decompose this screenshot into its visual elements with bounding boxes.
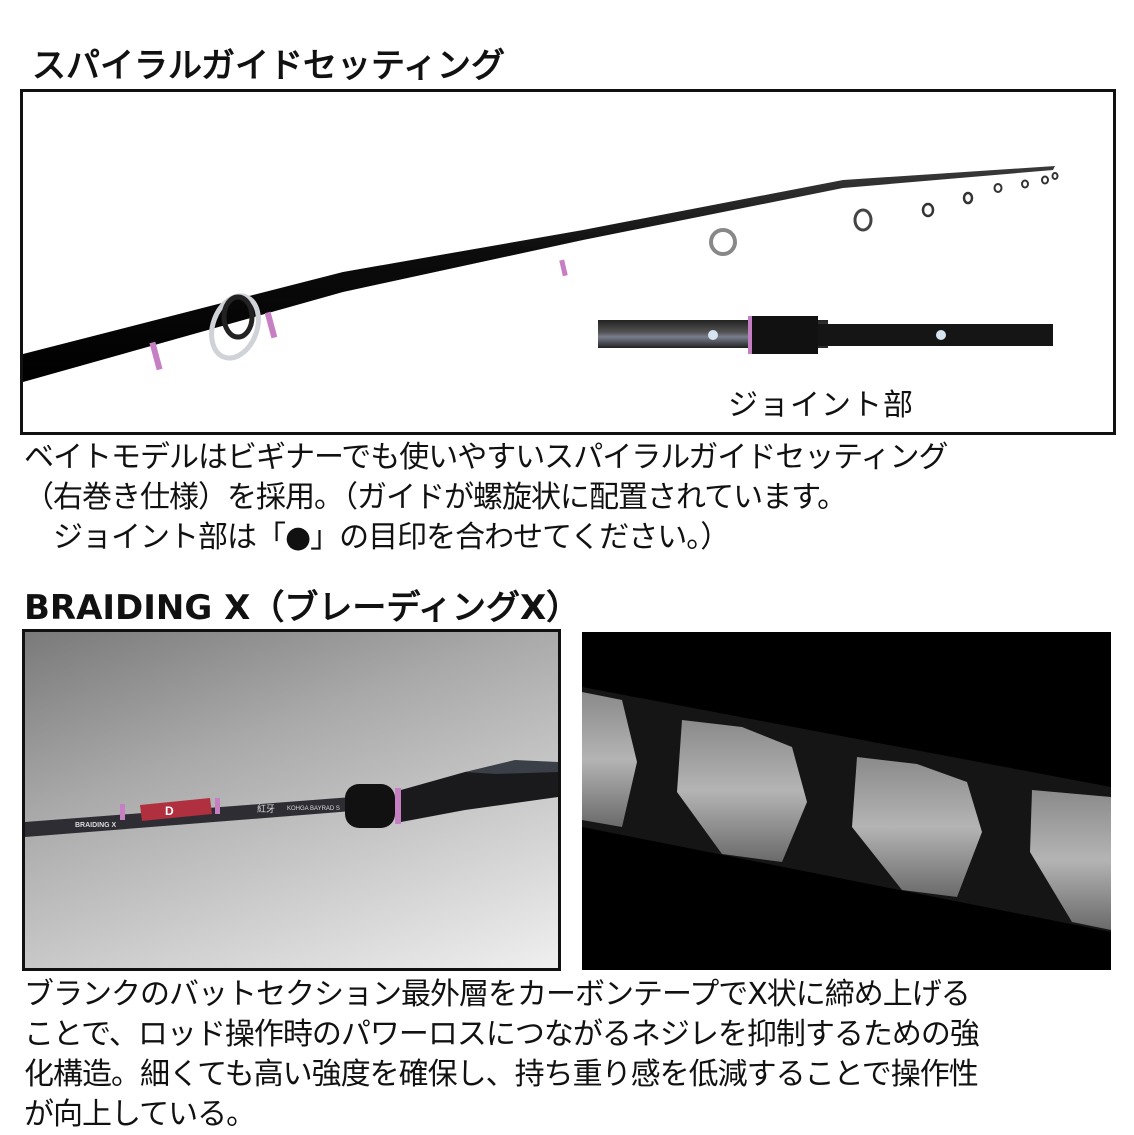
braiding-label: BRAIDING X: [75, 822, 117, 829]
description-line: （右巻き仕様）を採用。（ガイドが螺旋状に配置されています。: [24, 480, 847, 515]
joint-caption: ジョイント部: [728, 388, 914, 423]
spiral-guide-rod-image: ジョイント部: [20, 89, 1116, 435]
rod-handle-illustration: BRAIDING X D 紅牙 KOHGA BAYRAD S: [25, 760, 558, 837]
braiding-x-closeup-image: [582, 632, 1111, 970]
carbon-tape-illustration: [582, 687, 1111, 932]
svg-text:D: D: [165, 804, 174, 818]
braiding-x-rod-image: BRAIDING X D 紅牙 KOHGA BAYRAD S: [22, 629, 561, 971]
description-line: が向上している。: [24, 1097, 256, 1132]
description-line: ジョイント部は「●」の目印を合わせてください。）: [24, 520, 730, 555]
description-line: ベイトモデルはビギナーでも使いやすいスパイラルガイドセッティング: [24, 440, 948, 475]
brand-label: 紅牙: [257, 804, 275, 815]
section-title-braiding-x: BRAIDING X（ブレーディングX）: [24, 588, 581, 628]
description-line: 化構造。細くても高い強度を確保し、持ち重り感を低減することで操作性: [24, 1057, 979, 1092]
braiding-x-description: ブランクのバットセクション最外層をカーボンテープでX状に締め上げる ことで、ロッ…: [24, 975, 980, 1135]
spiral-guide-description: ベイトモデルはビギナーでも使いやすいスパイラルガイドセッティング （右巻き仕様）…: [24, 438, 948, 558]
description-line: ことで、ロッド操作時のパワーロスにつながるネジレを抑制するための強: [24, 1017, 980, 1052]
rod-illustration: [23, 166, 1059, 382]
section-title-spiral-guide: スパイラルガイドセッティング: [32, 46, 505, 86]
model-label: KOHGA BAYRAD S: [287, 806, 340, 812]
description-line: ブランクのバットセクション最外層をカーボンテープでX状に締め上げる: [24, 977, 971, 1012]
